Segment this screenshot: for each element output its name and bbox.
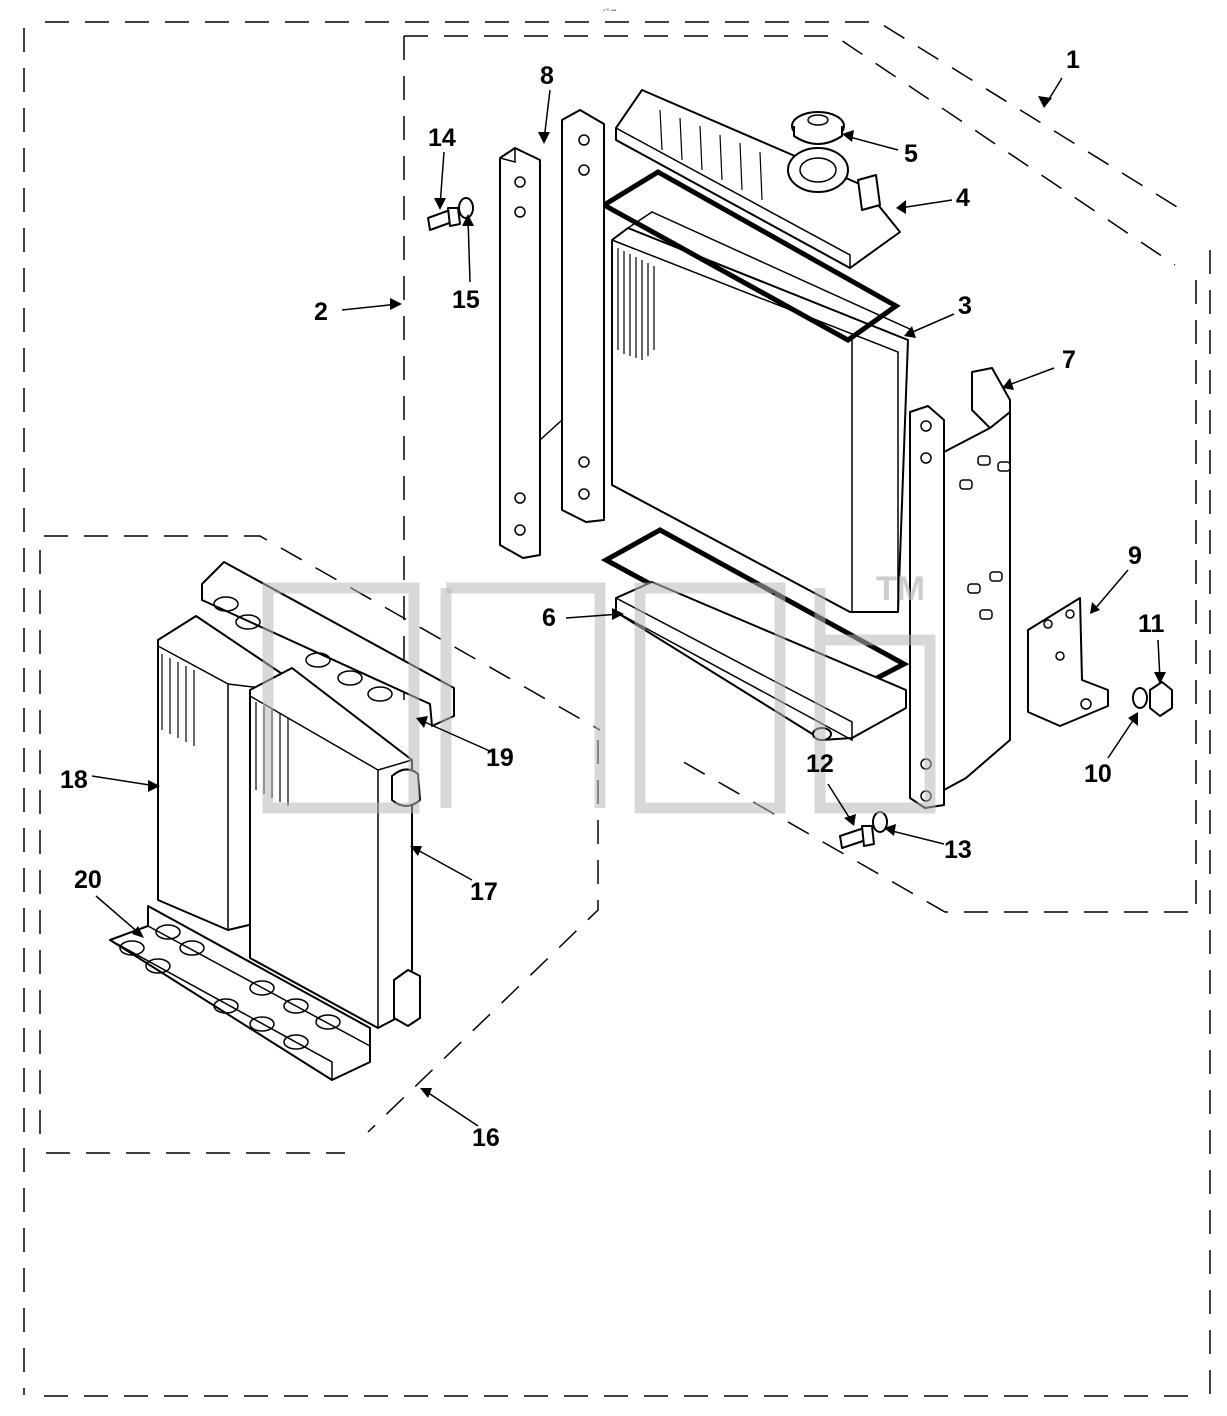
callout-10: 10 [1084, 760, 1112, 788]
callout-1: 1 [1066, 46, 1080, 74]
left-side-bracket-rear [539, 109, 605, 523]
washer-item-10 [1132, 687, 1148, 709]
header-text: •™ ••• [603, 8, 617, 14]
washer-item-15 [458, 197, 474, 219]
bolt-item-14 [427, 207, 461, 231]
callout-4: 4 [956, 184, 970, 212]
right-side-bracket [909, 367, 1011, 809]
callout-17: 17 [470, 878, 498, 906]
radiator-cap [791, 111, 845, 145]
washer-item-13 [872, 811, 888, 833]
callout-18: 18 [60, 766, 88, 794]
radiator-core [611, 211, 913, 613]
bolt-item-12 [839, 825, 875, 849]
radiator-assembly-boundary [403, 35, 1197, 913]
leader-arrowheads [132, 96, 1166, 1098]
callout-2: 2 [314, 298, 328, 326]
callout-19: 19 [486, 744, 514, 772]
callout-14: 14 [428, 124, 456, 152]
callout-11: 11 [1138, 610, 1165, 638]
callout-9: 9 [1128, 542, 1142, 570]
callout-8: 8 [540, 62, 554, 90]
callout-7: 7 [1062, 346, 1076, 374]
watermark-logo: TM [262, 570, 936, 814]
callout-12: 12 [806, 750, 834, 778]
watermark-trademark: TM [876, 570, 925, 608]
callout-16: 16 [472, 1124, 500, 1152]
leader-lines [91, 77, 1161, 1127]
nut-item-11 [1149, 681, 1173, 717]
top-tank [615, 89, 901, 270]
oil-cooler-core-front [249, 667, 421, 1029]
top-gasket [599, 169, 901, 343]
callout-13: 13 [944, 836, 972, 864]
oil-cooler-bottom-bracket [109, 905, 371, 1081]
callout-3: 3 [958, 292, 972, 320]
callout-6: 6 [542, 604, 556, 632]
callout-15: 15 [452, 286, 480, 314]
outer-dashed-border [23, 21, 1211, 1397]
callout-20: 20 [74, 866, 102, 894]
callout-labels: 1 2 3 4 5 6 7 8 9 10 11 12 13 14 15 16 1… [60, 46, 1165, 1152]
left-side-bracket-front [499, 147, 541, 559]
callout-5: 5 [904, 140, 918, 168]
mounting-bracket [1027, 597, 1109, 727]
